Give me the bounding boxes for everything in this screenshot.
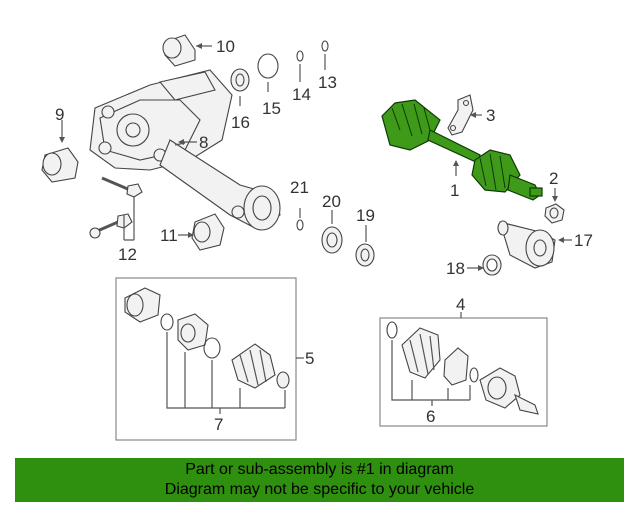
ring-14 (296, 50, 304, 62)
callout-8: 8 (199, 133, 208, 152)
seal-19 (355, 243, 375, 267)
kit-4-parts (386, 321, 539, 415)
callout-6: 6 (426, 407, 435, 426)
callout-3: 3 (486, 106, 495, 125)
callout-21: 21 (290, 178, 309, 197)
callout-10: 10 (216, 37, 235, 56)
callout-19: 19 (356, 206, 375, 225)
callout-5: 5 (305, 349, 314, 368)
callout-17: 17 (574, 231, 593, 250)
callout-16: 16 (231, 113, 250, 132)
drive-shaft-highlighted (381, 99, 543, 201)
callout-9: 9 (55, 105, 64, 124)
parts-diagram: 10 9 8 11 12 16 15 14 13 21 20 19 3 1 2 … (41, 34, 593, 441)
callout-1: 1 (450, 181, 459, 200)
callout-12: 12 (118, 245, 137, 264)
bearing-20 (321, 226, 343, 254)
kit-5-parts (124, 287, 290, 389)
callout-15: 15 (262, 99, 281, 118)
seal-16 (230, 68, 250, 92)
callout-7: 7 (214, 415, 223, 434)
callout-2: 2 (549, 169, 558, 188)
callout-numbers: 10 9 8 11 12 16 15 14 13 21 20 19 3 1 2 … (55, 37, 593, 434)
callout-13: 13 (318, 73, 337, 92)
flange-17 (497, 220, 556, 269)
callout-14: 14 (292, 85, 311, 104)
bushing-left (41, 147, 79, 183)
bracket-3 (447, 94, 474, 136)
bushing-top (162, 34, 196, 67)
callout-18: 18 (446, 259, 465, 278)
bushing-bottom (191, 213, 225, 251)
callout-11: 11 (160, 226, 178, 245)
callout-4: 4 (456, 295, 465, 314)
ring-15 (257, 53, 279, 79)
callout-20: 20 (322, 192, 341, 211)
differential-housing (89, 69, 281, 231)
banner-line-2: Diagram may not be specific to your vehi… (164, 481, 475, 498)
leader-lines (59, 43, 572, 414)
ring-18 (482, 254, 502, 276)
clip-21 (296, 219, 304, 231)
nut-2 (544, 203, 565, 224)
ring-13 (321, 40, 329, 52)
info-banner: Part or sub-assembly is #1 in diagram Di… (15, 458, 624, 502)
banner-line-1: Part or sub-assembly is #1 in diagram (185, 461, 454, 478)
